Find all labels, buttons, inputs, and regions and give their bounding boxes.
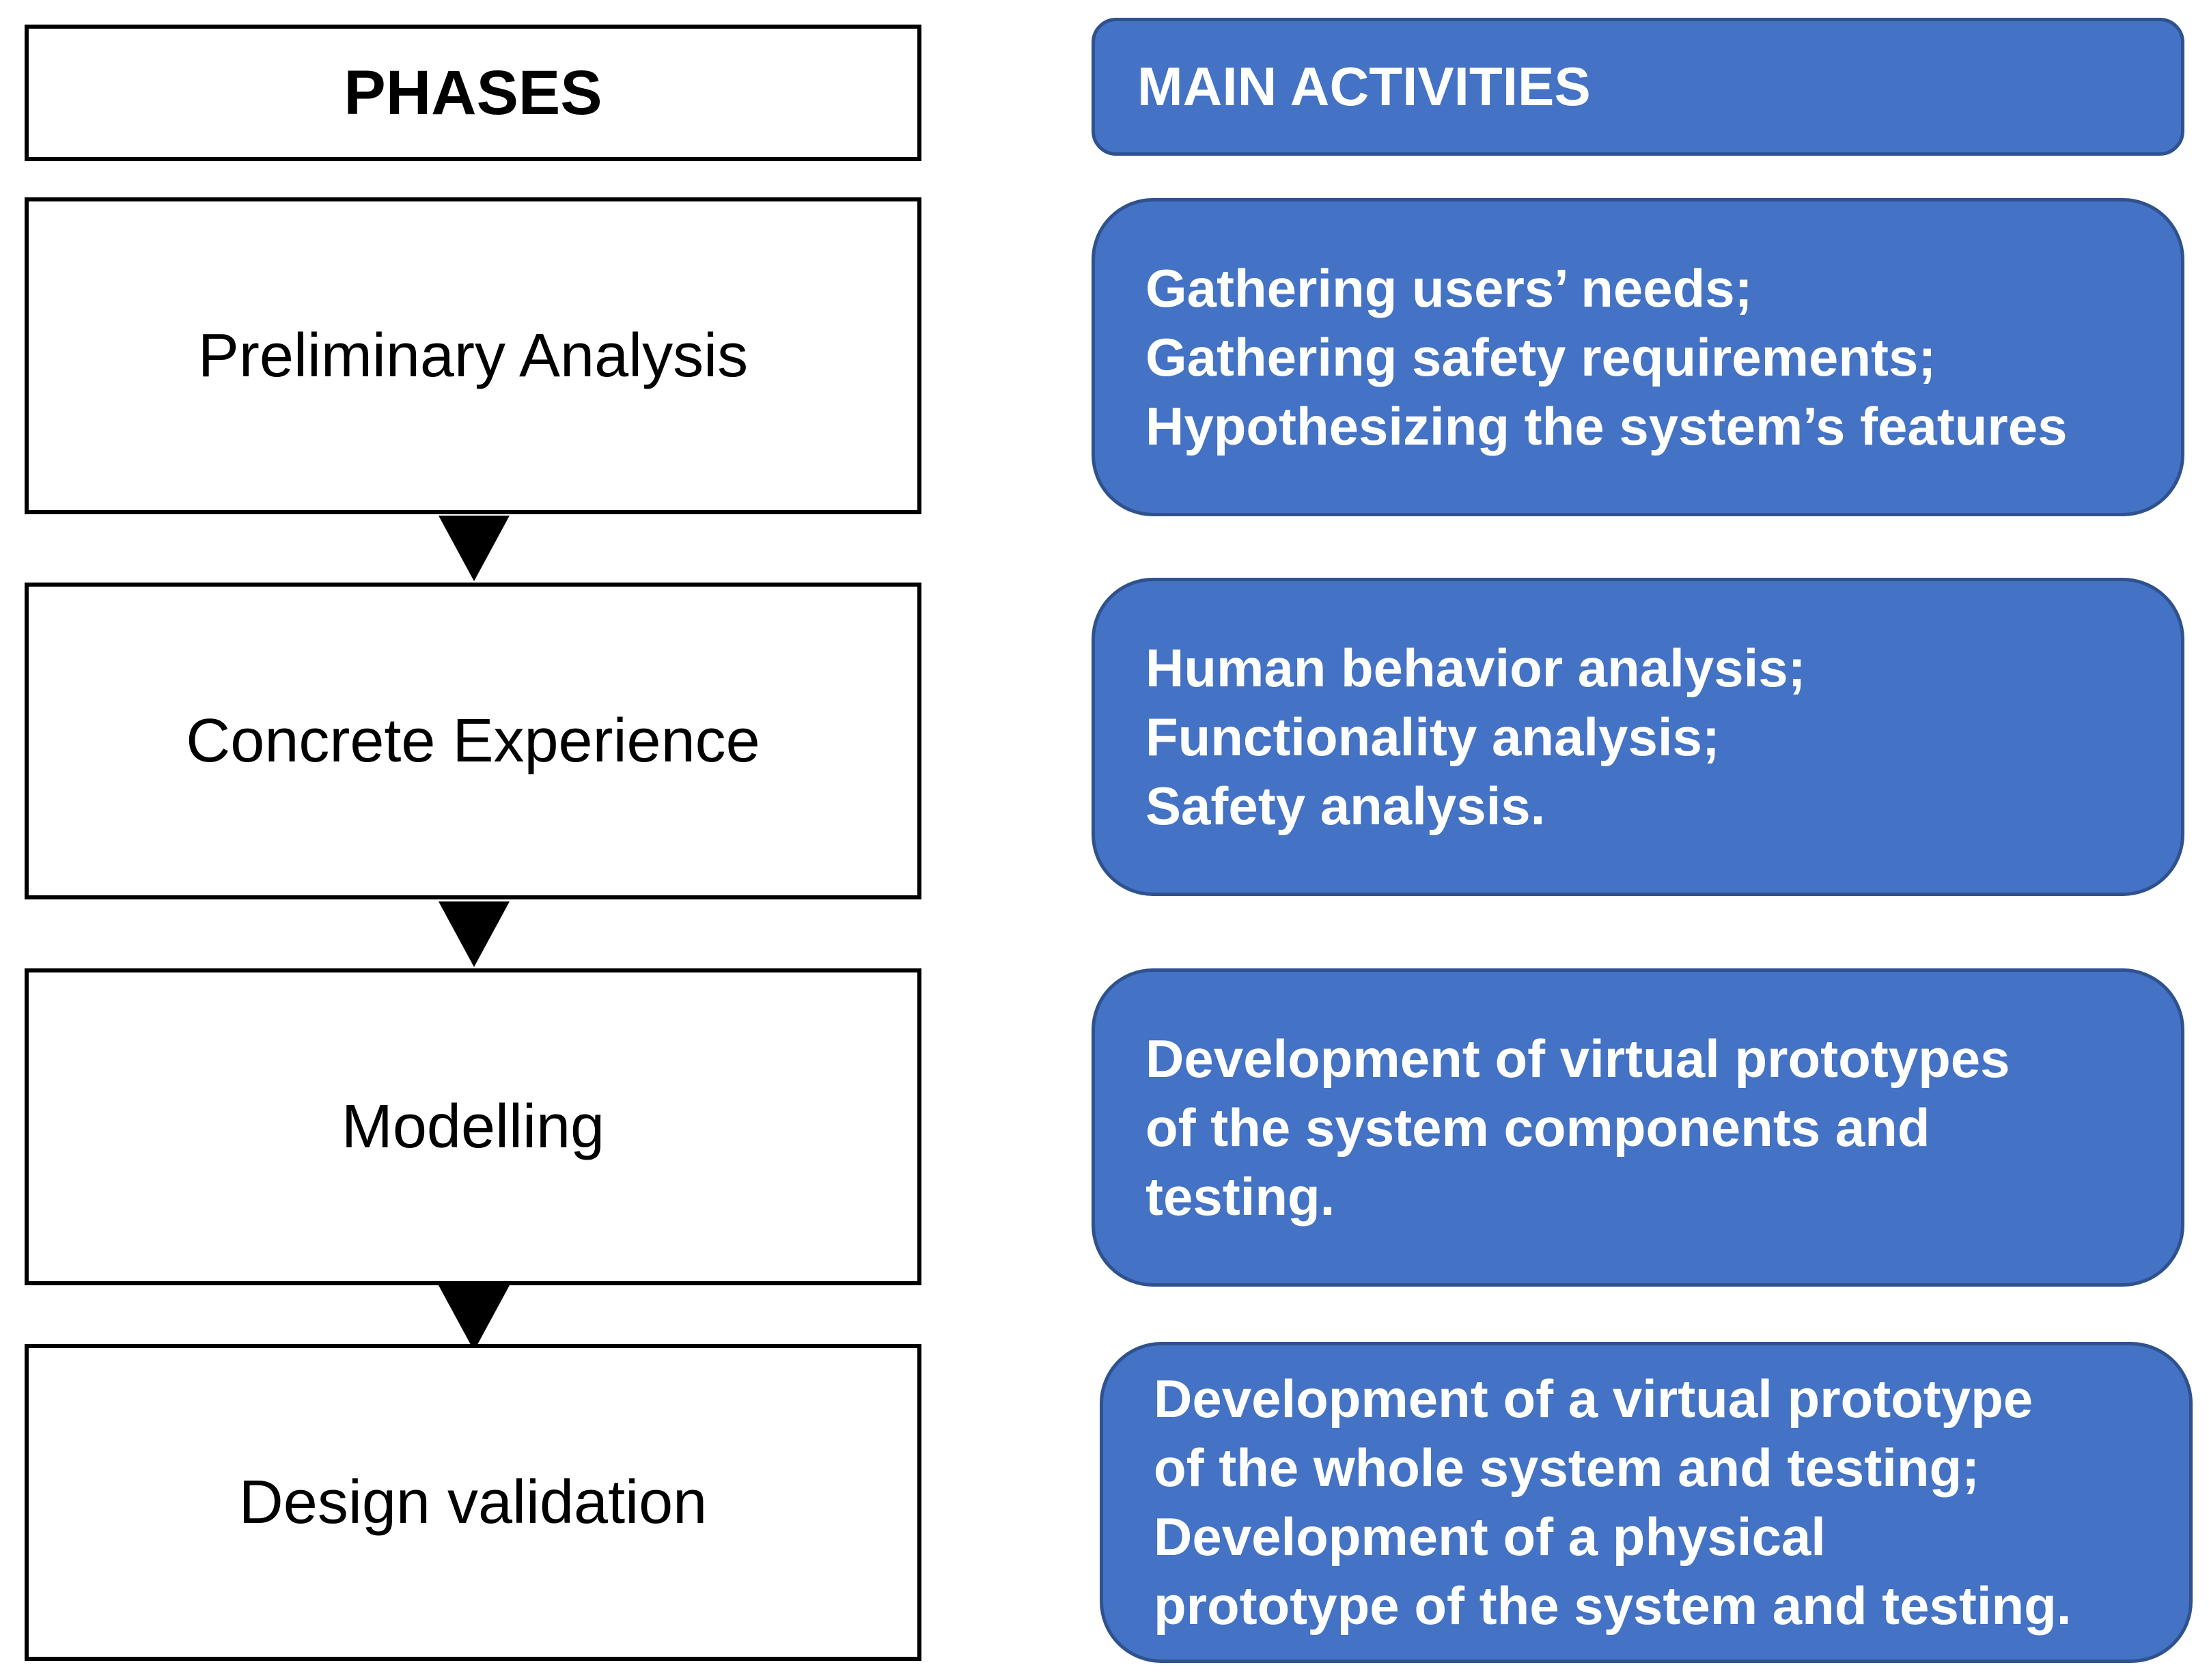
phase-label: Concrete Experience — [186, 706, 760, 775]
activity-line: of the system components and — [1145, 1097, 1930, 1158]
activity-line: Safety analysis. — [1145, 775, 1546, 836]
activity-line: Gathering safety requirements; — [1145, 326, 1936, 387]
activity-line: Human behavior analysis; — [1145, 637, 1806, 698]
phases-header-label: PHASES — [344, 57, 602, 128]
phase-modelling: Modelling — [25, 968, 921, 1285]
activity-line: of the whole system and testing; — [1154, 1438, 1980, 1498]
phase-label: Modelling — [341, 1092, 605, 1161]
activity-line: Development of a virtual prototype — [1154, 1369, 2033, 1429]
phases-header: PHASES — [25, 25, 921, 161]
phase-design-validation: Design validation — [25, 1344, 921, 1661]
activities-header: MAIN ACTIVITIES — [1092, 18, 2184, 156]
activities-concrete-experience: Human behavior analysis; Functionality a… — [1092, 578, 2184, 896]
down-arrow-icon — [439, 1285, 510, 1351]
activities-preliminary-analysis: Gathering users’ needs; Gathering safety… — [1092, 198, 2184, 516]
down-arrow-icon — [439, 901, 510, 967]
activity-line: Development of virtual prototypes — [1145, 1028, 2010, 1089]
phase-concrete-experience: Concrete Experience — [25, 583, 921, 899]
activity-line: Functionality analysis; — [1145, 706, 1720, 767]
phase-preliminary-analysis: Preliminary Analysis — [25, 197, 921, 514]
activities-header-label: MAIN ACTIVITIES — [1137, 56, 1591, 117]
activity-line: Hypothesizing the system’s features — [1145, 395, 2068, 456]
activities-modelling: Development of virtual prototypes of the… — [1092, 968, 2184, 1287]
activity-line: Gathering users’ needs; — [1145, 257, 1753, 318]
activities-design-validation: Development of a virtual prototype of th… — [1100, 1342, 2193, 1663]
activity-line: Development of a physical — [1154, 1507, 1826, 1567]
activity-line: prototype of the system and testing. — [1154, 1576, 2072, 1636]
phase-label: Preliminary Analysis — [197, 321, 749, 390]
phase-label: Design validation — [238, 1468, 708, 1537]
down-arrow-icon — [439, 516, 510, 581]
activity-line: testing. — [1145, 1166, 1335, 1227]
